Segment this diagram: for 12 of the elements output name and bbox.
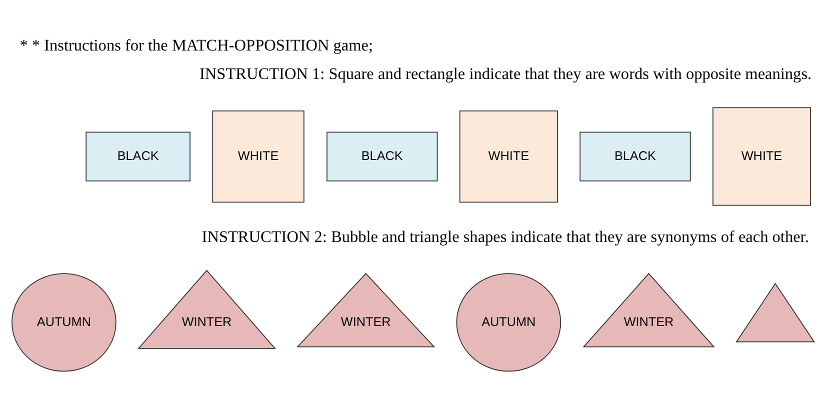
label: INSTRUCTION 2: Bubble and triangle shapes indicate that they are synonyms of each other. [202, 228, 809, 246]
node-box: WHITE [712, 107, 812, 206]
diagram-title: * * Instructions for the MATCH-OPPOSITION game; [20, 36, 374, 54]
node-box: BLACK [580, 132, 691, 182]
node-triangle [736, 282, 816, 342]
node-box: WHITE [212, 110, 304, 203]
node-circle: AUTUMN [12, 273, 116, 372]
node-box: BLACK [86, 132, 190, 182]
node-circle: AUTUMN [456, 273, 562, 372]
label: INSTRUCTION 1: Square and rectangle indicate that they are words with opposite meanings. [200, 65, 812, 84]
node-box: BLACK [326, 132, 438, 182]
node-box: WHITE [459, 110, 558, 203]
